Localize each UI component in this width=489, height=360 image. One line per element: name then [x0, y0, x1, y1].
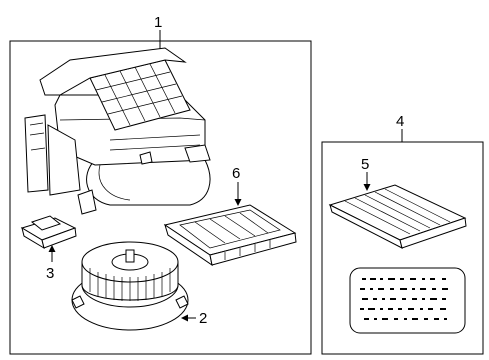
- callout-5: 5: [361, 156, 369, 173]
- callout-6: 6: [232, 165, 240, 182]
- callout-2: 2: [199, 310, 207, 327]
- callout-1: 1: [154, 14, 162, 31]
- blower-housing-assembly: [24, 47, 211, 215]
- air-filter-part-5: [328, 184, 467, 249]
- filter-label-card: [349, 267, 466, 334]
- callout-3: 3: [46, 265, 54, 282]
- resistor-part-3: [20, 215, 77, 250]
- callout-4: 4: [396, 113, 404, 130]
- blower-motor-part-2: [71, 241, 189, 331]
- cabin-filter-part-6: [163, 204, 297, 267]
